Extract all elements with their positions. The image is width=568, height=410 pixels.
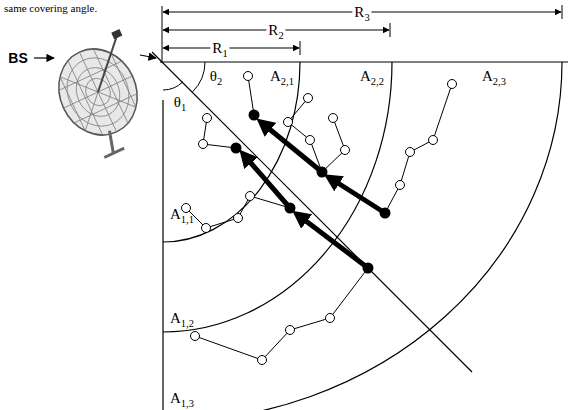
caption-fragment: same covering angle. <box>2 3 99 14</box>
bs-pointer <box>34 57 54 58</box>
symbol: θ <box>174 94 181 110</box>
subscript: 2 <box>278 29 283 40</box>
subscript: 2,1 <box>281 75 294 86</box>
symbol: θ <box>210 68 217 84</box>
area-label: A2,3 <box>480 69 508 84</box>
angle-label: θ1 <box>172 95 188 110</box>
subscript: 1,2 <box>181 317 194 328</box>
symbol: A <box>482 68 493 84</box>
subscript: 1 <box>181 101 186 112</box>
subscript: 1,3 <box>181 397 194 408</box>
sensor-nodes <box>182 72 457 365</box>
subscript: 2,2 <box>371 75 384 86</box>
symbol: A <box>270 68 281 84</box>
area-label: A1,2 <box>168 311 196 326</box>
angle-arcs <box>163 62 205 92</box>
station-label: BS <box>6 51 29 65</box>
subscript: 2,3 <box>493 75 506 86</box>
radius-label: R2 <box>266 23 285 38</box>
area-label: A1,3 <box>168 391 196 406</box>
ring-arcs <box>163 62 562 410</box>
subscript: 1,1 <box>181 213 194 224</box>
head-arrows <box>244 123 385 268</box>
subscript: 2 <box>217 75 222 86</box>
radius-label: R3 <box>352 5 371 20</box>
subscript: 3 <box>364 11 369 22</box>
sector-axes <box>152 52 568 410</box>
subscript: 1 <box>222 47 227 58</box>
angle-label: θ2 <box>208 69 224 84</box>
symbol: A <box>170 390 181 406</box>
base-station-dish <box>41 29 165 165</box>
area-label: A2,1 <box>268 69 296 84</box>
symbol: A <box>170 310 181 326</box>
area-label: A2,2 <box>358 69 386 84</box>
cluster-heads <box>231 110 391 274</box>
cluster-links <box>186 76 452 360</box>
radius-label: R1 <box>210 41 229 56</box>
area-label: A1,1 <box>168 207 196 222</box>
symbol: R <box>268 22 278 38</box>
symbol: A <box>170 206 181 222</box>
symbol: R <box>354 4 364 20</box>
signal-arrow <box>140 55 156 58</box>
symbol: R <box>212 40 222 56</box>
symbol: A <box>360 68 371 84</box>
